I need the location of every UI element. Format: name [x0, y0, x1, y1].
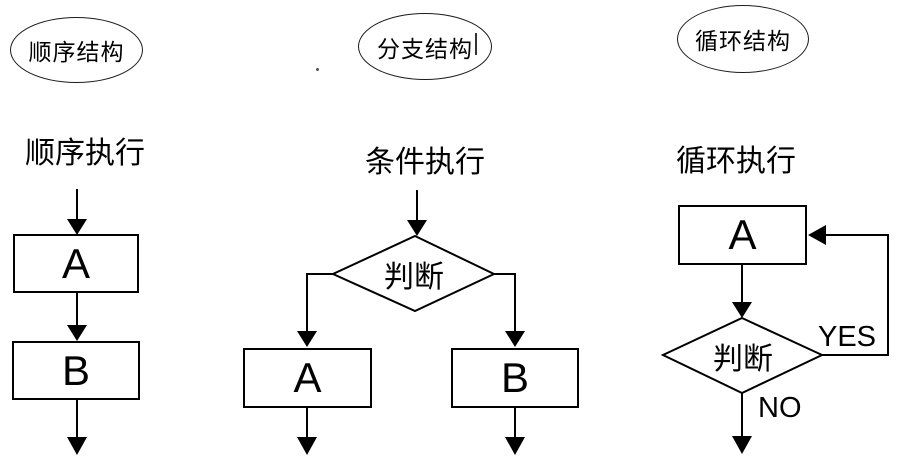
- structure-bubble-branch: 分支结构: [358, 13, 492, 80]
- box-branch-b-label: B: [500, 354, 529, 401]
- structure-bubble-branch-label: 分支结构: [377, 35, 473, 62]
- yes-label: YES: [818, 321, 877, 353]
- structure-bubble-loop-label: 循环结构: [695, 28, 791, 54]
- wire-branch-right: [494, 273, 525, 347]
- decision-branch-label: 判断: [384, 261, 444, 294]
- arrow-branch-into-decision: [407, 190, 427, 236]
- box-branch-a-label: A: [293, 354, 322, 401]
- box-branch-a: A: [243, 348, 372, 408]
- wire-branch-left: [297, 273, 333, 347]
- structure-bubble-loop: 循环结构: [677, 5, 809, 73]
- structure-bubble-sequential: 顺序结构: [10, 17, 143, 83]
- box-loop-a-label: A: [728, 211, 757, 258]
- arrow-seq-out: [67, 400, 87, 455]
- decision-loop-label: 判断: [713, 343, 773, 376]
- structure-bubble-sequential-label: 顺序结构: [28, 39, 125, 65]
- stray-dot: [316, 68, 319, 71]
- wire-loop-back: [808, 225, 889, 356]
- box-seq-a: A: [13, 234, 139, 293]
- heading-branch: 条件执行: [365, 146, 485, 179]
- box-loop-a: A: [678, 205, 807, 265]
- arrow-branch-b-out: [505, 408, 525, 455]
- box-seq-b-label: B: [61, 346, 90, 394]
- box-seq-b: B: [12, 341, 140, 400]
- decision-branch-diamond: [330, 234, 497, 313]
- heading-loop: 循环执行: [676, 145, 796, 178]
- text-cursor: [475, 33, 477, 55]
- no-label: NO: [758, 392, 802, 424]
- arrow-seq-into-a: [67, 189, 87, 235]
- arrow-loop-a-to-decision: [732, 265, 752, 318]
- box-seq-a-label: A: [61, 239, 90, 287]
- box-branch-b: B: [451, 348, 579, 408]
- arrow-seq-a-to-b: [67, 293, 87, 341]
- heading-sequential: 顺序执行: [25, 137, 145, 170]
- arrow-branch-a-out: [297, 408, 317, 455]
- arrow-loop-no-out: [732, 393, 752, 454]
